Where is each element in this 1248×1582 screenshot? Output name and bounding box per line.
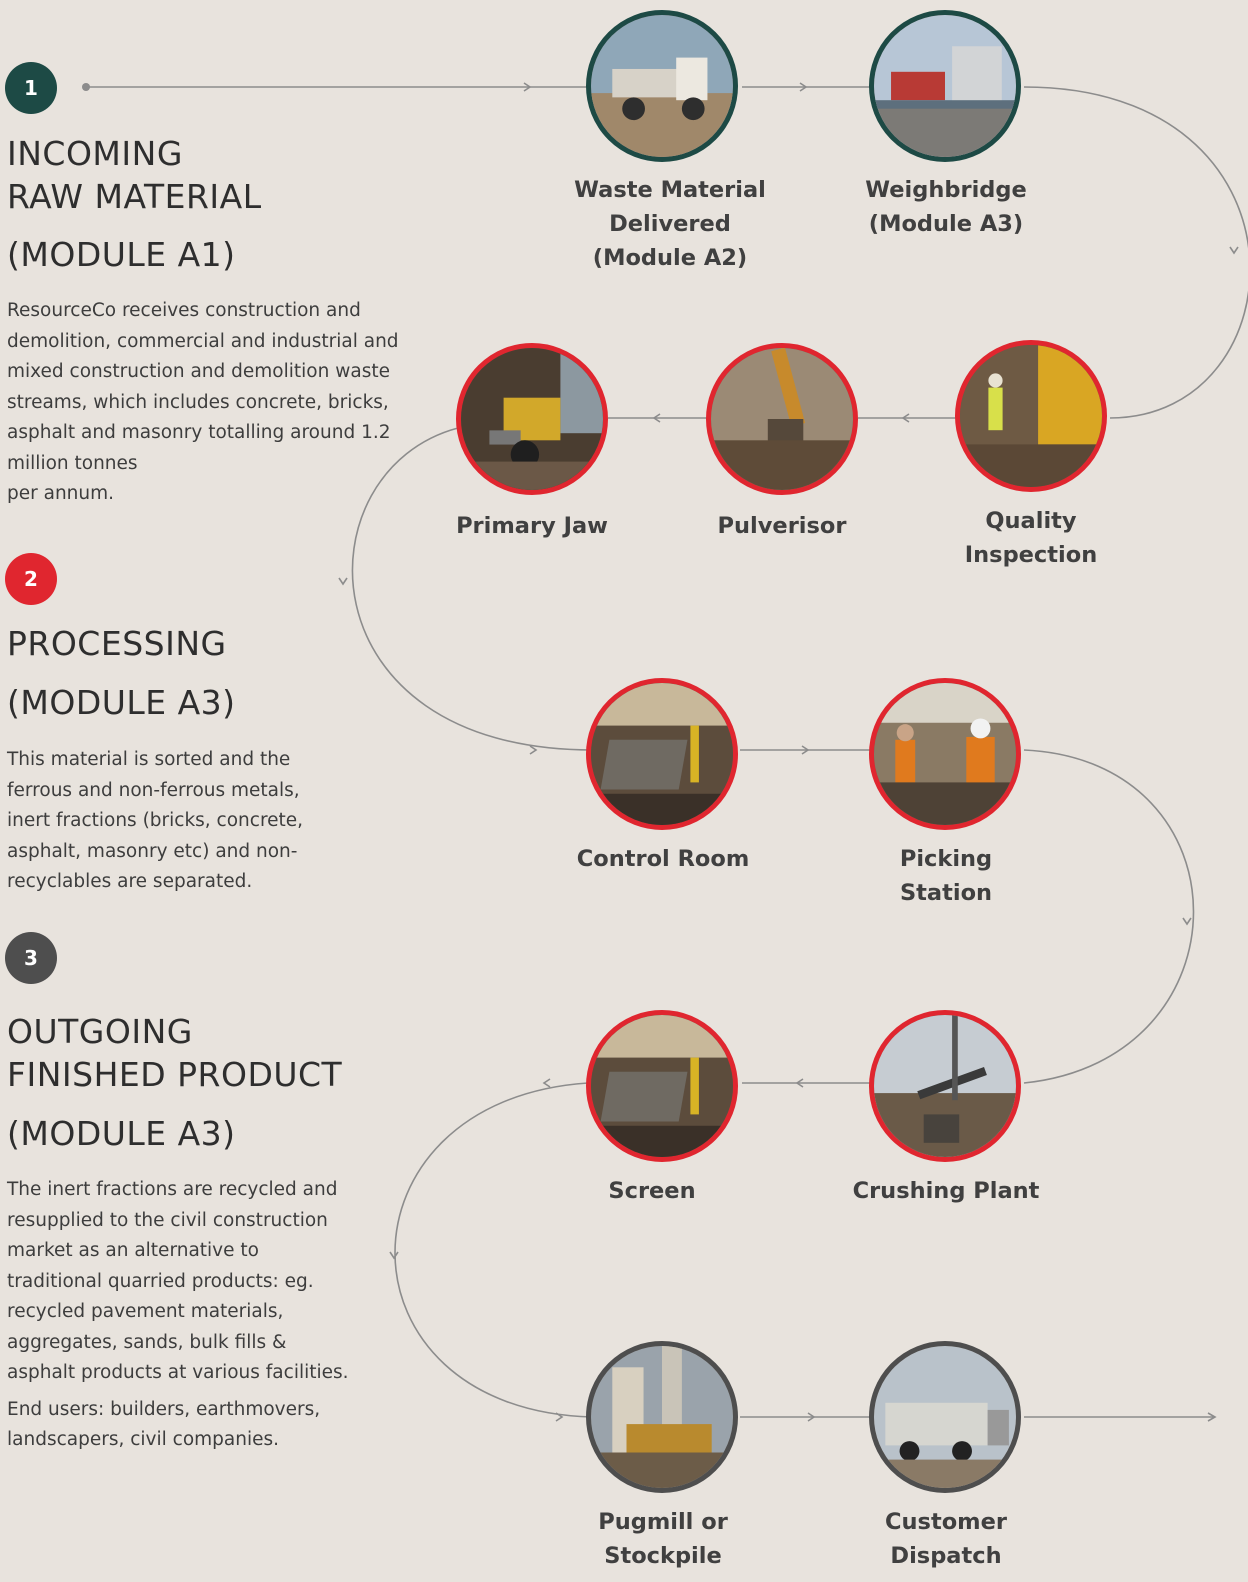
step-quality-inspection-photo — [955, 340, 1107, 492]
section-2-module: (MODULE A3) — [7, 683, 236, 722]
step-weighbridge-label-line-1: Weighbridge — [865, 177, 1027, 203]
step-pugmill-photo — [586, 1341, 738, 1493]
step-crushing-plant-label-line-1: Crushing Plant — [852, 1178, 1040, 1204]
step-weighbridge-label-line-2: (Module A3) — [868, 211, 1024, 237]
step-waste-material-label-line-2: Delivered — [609, 211, 731, 237]
step-customer-dispatch-label: Customer Dispatch — [831, 1505, 1061, 1573]
section-3-title: OUTGOING FINISHED PRODUCT — [7, 1010, 342, 1096]
step-picking-station-photo — [869, 678, 1021, 830]
section-3-title-line-1: OUTGOING — [7, 1012, 193, 1051]
section-2-title-line-1: PROCESSING — [7, 624, 227, 663]
step-waste-material-label-line-3: (Module A2) — [592, 245, 748, 271]
step-pugmill-label: Pugmill or Stockpile — [548, 1505, 778, 1573]
step-pugmill-label-line-2: Stockpile — [604, 1543, 722, 1569]
step-screen-photo — [586, 1010, 738, 1162]
section-1-title-line-1: INCOMING — [7, 134, 183, 173]
step-pugmill-label-line-1: Pugmill or — [598, 1509, 728, 1535]
section-1-title: INCOMING RAW MATERIAL — [7, 132, 262, 218]
section-2-description: This material is sorted and the ferrous … — [7, 745, 307, 898]
step-customer-dispatch-label-line-1: Customer — [885, 1509, 1007, 1535]
section-1-description: ResourceCo receives construction and dem… — [7, 296, 402, 510]
step-picking-station-label-line-2: Station — [899, 880, 993, 906]
step-pulverisor-label-line-1: Pulverisor — [717, 513, 847, 539]
section-2-paragraph-1: This material is sorted and the ferrous … — [7, 749, 304, 892]
step-customer-dispatch-label-line-2: Dispatch — [890, 1543, 1002, 1569]
section-1-title-line-2: RAW MATERIAL — [7, 177, 262, 216]
excavator-photo-icon — [711, 348, 853, 490]
step-pulverisor-label: Pulverisor — [667, 509, 897, 543]
dispatch-photo-icon — [874, 1346, 1016, 1488]
loader-photo-icon — [461, 348, 603, 490]
step-weighbridge-photo — [869, 10, 1021, 162]
section-3-description: The inert fractions are recycled and res… — [7, 1175, 357, 1456]
picking-station-photo-icon — [874, 683, 1016, 825]
step-weighbridge-label: Weighbridge (Module A3) — [831, 173, 1061, 241]
step-quality-inspection-label: Quality Inspection — [916, 504, 1146, 572]
step-waste-material-label-line-1: Waste Material — [574, 177, 766, 203]
section-3-number-badge: 3 — [5, 932, 57, 984]
truck-photo-icon — [591, 15, 733, 157]
step-waste-material-label: Waste Material Delivered (Module A2) — [555, 173, 785, 275]
step-control-room-label-line-1: Control Room — [576, 846, 750, 872]
section-1-number-badge: 1 — [5, 62, 57, 114]
section-1-paragraph-2: per annum. — [7, 483, 115, 504]
step-primary-jaw-label: Primary Jaw — [417, 509, 647, 543]
step-crushing-plant-photo — [869, 1010, 1021, 1162]
section-3-paragraph-1: The inert fractions are recycled and res… — [7, 1179, 349, 1383]
screen-photo-icon — [591, 1015, 733, 1157]
section-3-paragraph-2: End users: builders, earthmovers, landsc… — [7, 1398, 321, 1451]
section-3-module: (MODULE A3) — [7, 1114, 236, 1153]
section-2-title: PROCESSING — [7, 622, 227, 665]
section-3-title-line-2: FINISHED PRODUCT — [7, 1055, 343, 1094]
step-screen-label-line-1: Screen — [608, 1178, 696, 1204]
pugmill-photo-icon — [591, 1346, 733, 1488]
step-waste-material-photo — [586, 10, 738, 162]
step-control-room-photo — [586, 678, 738, 830]
step-quality-inspection-label-line-2: Inspection — [964, 542, 1098, 568]
control-room-photo-icon — [591, 683, 733, 825]
step-customer-dispatch-photo — [869, 1341, 1021, 1493]
step-primary-jaw-label-line-1: Primary Jaw — [456, 513, 608, 539]
step-quality-inspection-label-line-1: Quality — [985, 508, 1077, 534]
section-1-module: (MODULE A1) — [7, 235, 236, 274]
weighbridge-photo-icon — [874, 15, 1016, 157]
step-primary-jaw-photo — [456, 343, 608, 495]
step-picking-station-label-line-1: Picking — [899, 846, 993, 872]
step-crushing-plant-label: Crushing Plant — [831, 1174, 1061, 1208]
step-pulverisor-photo — [706, 343, 858, 495]
step-screen-label: Screen — [537, 1174, 767, 1208]
section-2-number-badge: 2 — [5, 553, 57, 605]
step-picking-station-label: Picking Station — [831, 842, 1061, 910]
section-1-paragraph-1: ResourceCo receives construction and dem… — [7, 300, 399, 474]
crusher-photo-icon — [874, 1015, 1016, 1157]
inspection-photo-icon — [960, 345, 1102, 487]
step-control-room-label: Control Room — [548, 842, 778, 876]
